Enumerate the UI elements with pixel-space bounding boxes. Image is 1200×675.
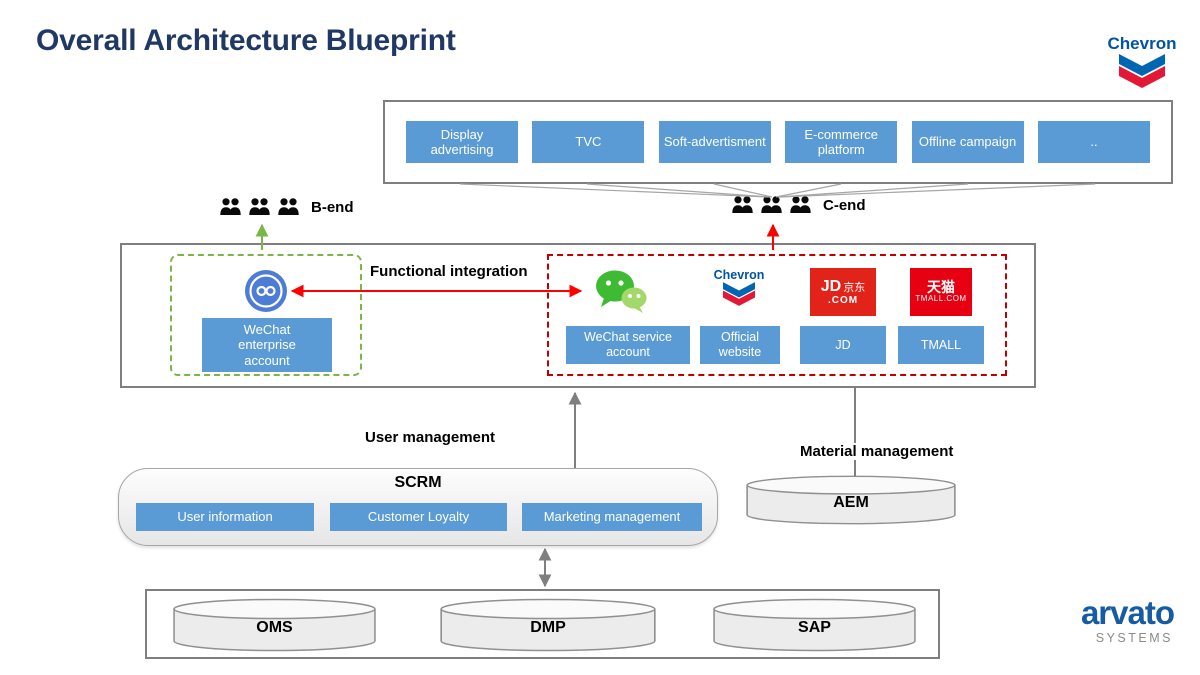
media-channels-panel: Display advertising TVC Soft-advertismen…: [383, 100, 1173, 184]
chevron-hallmark-icon: [723, 282, 755, 306]
scrm-module-customer-loyalty: Customer Loyalty: [330, 503, 507, 531]
jd-logo-com: .COM: [827, 295, 859, 307]
channel-item: Offline campaign: [911, 121, 1024, 163]
jd-box: JD: [800, 326, 886, 364]
aem-cylinder: AEM: [745, 474, 957, 526]
channel-item: Soft-advertisment: [658, 121, 771, 163]
arvato-wordmark: arvato: [1080, 594, 1175, 631]
channel-item: E-commerce platform: [785, 121, 898, 163]
jd-logo-cn: 京东: [843, 281, 866, 294]
chevron-wordmark: Chevron: [713, 268, 765, 282]
wechat-service-account-box: WeChat service account: [566, 326, 690, 364]
material-management-label: Material management: [796, 443, 958, 460]
dmp-cylinder: DMP: [439, 597, 657, 653]
tmall-logo: 天猫 TMALL.COM: [910, 268, 972, 316]
official-website-box: Official website: [700, 326, 780, 364]
chevron-website-logo: Chevron: [706, 268, 772, 311]
functional-integration-label: Functional integration: [370, 263, 528, 280]
scrm-module-user-information: User information: [136, 503, 314, 531]
sap-cylinder: SAP: [712, 597, 917, 653]
c-end-users-icon: [732, 196, 811, 213]
b-end-label: B-end: [311, 199, 354, 216]
cylinder-shape: [713, 598, 916, 652]
chevron-hallmark-icon: [1119, 54, 1165, 88]
cylinder-shape: [746, 475, 956, 525]
oms-cylinder: OMS: [172, 597, 377, 653]
oms-label: OMS: [256, 619, 293, 636]
c-end-label: C-end: [823, 197, 866, 214]
channel-item: TVC: [532, 121, 645, 163]
aem-label: AEM: [833, 494, 869, 511]
b-end-zone: WeChat enterprise account: [170, 254, 362, 376]
sap-label: SAP: [798, 619, 831, 636]
scrm-platform: SCRM User information Customer Loyalty M…: [118, 468, 718, 546]
scrm-module-marketing-management: Marketing management: [522, 503, 702, 531]
cylinder-shape: [440, 598, 656, 652]
touchpoints-panel: WeChat enterprise account Functional int…: [120, 243, 1036, 388]
tmall-logo-com: TMALL.COM: [915, 294, 967, 304]
chevron-logo: Chevron: [1106, 34, 1178, 93]
dmp-label: DMP: [530, 619, 566, 636]
wechat-enterprise-account-box: WeChat enterprise account: [202, 318, 332, 372]
channel-item: ..: [1037, 121, 1150, 163]
tmall-logo-cn: 天猫: [927, 278, 955, 295]
tmall-box: TMALL: [898, 326, 984, 364]
b-end-users-icon: [220, 198, 299, 215]
arvato-subtitle: SYSTEMS: [1095, 631, 1173, 645]
channel-item: Display advertising: [406, 121, 518, 163]
arvato-logo: arvato SYSTEMS: [1052, 594, 1175, 645]
jd-logo-text: JD: [820, 277, 842, 295]
chevron-wordmark: Chevron: [1107, 34, 1177, 53]
scrm-title: SCRM: [394, 474, 442, 491]
backend-panel: OMS DMP SAP: [145, 589, 940, 659]
wechat-enterprise-icon: [245, 270, 287, 312]
c-end-zone: WeChat service account Chevron Official …: [547, 254, 1007, 376]
page-title: Overall Architecture Blueprint: [36, 24, 456, 57]
wechat-icon: [596, 270, 647, 313]
cylinder-shape: [173, 598, 376, 652]
user-management-label: User management: [365, 429, 496, 446]
